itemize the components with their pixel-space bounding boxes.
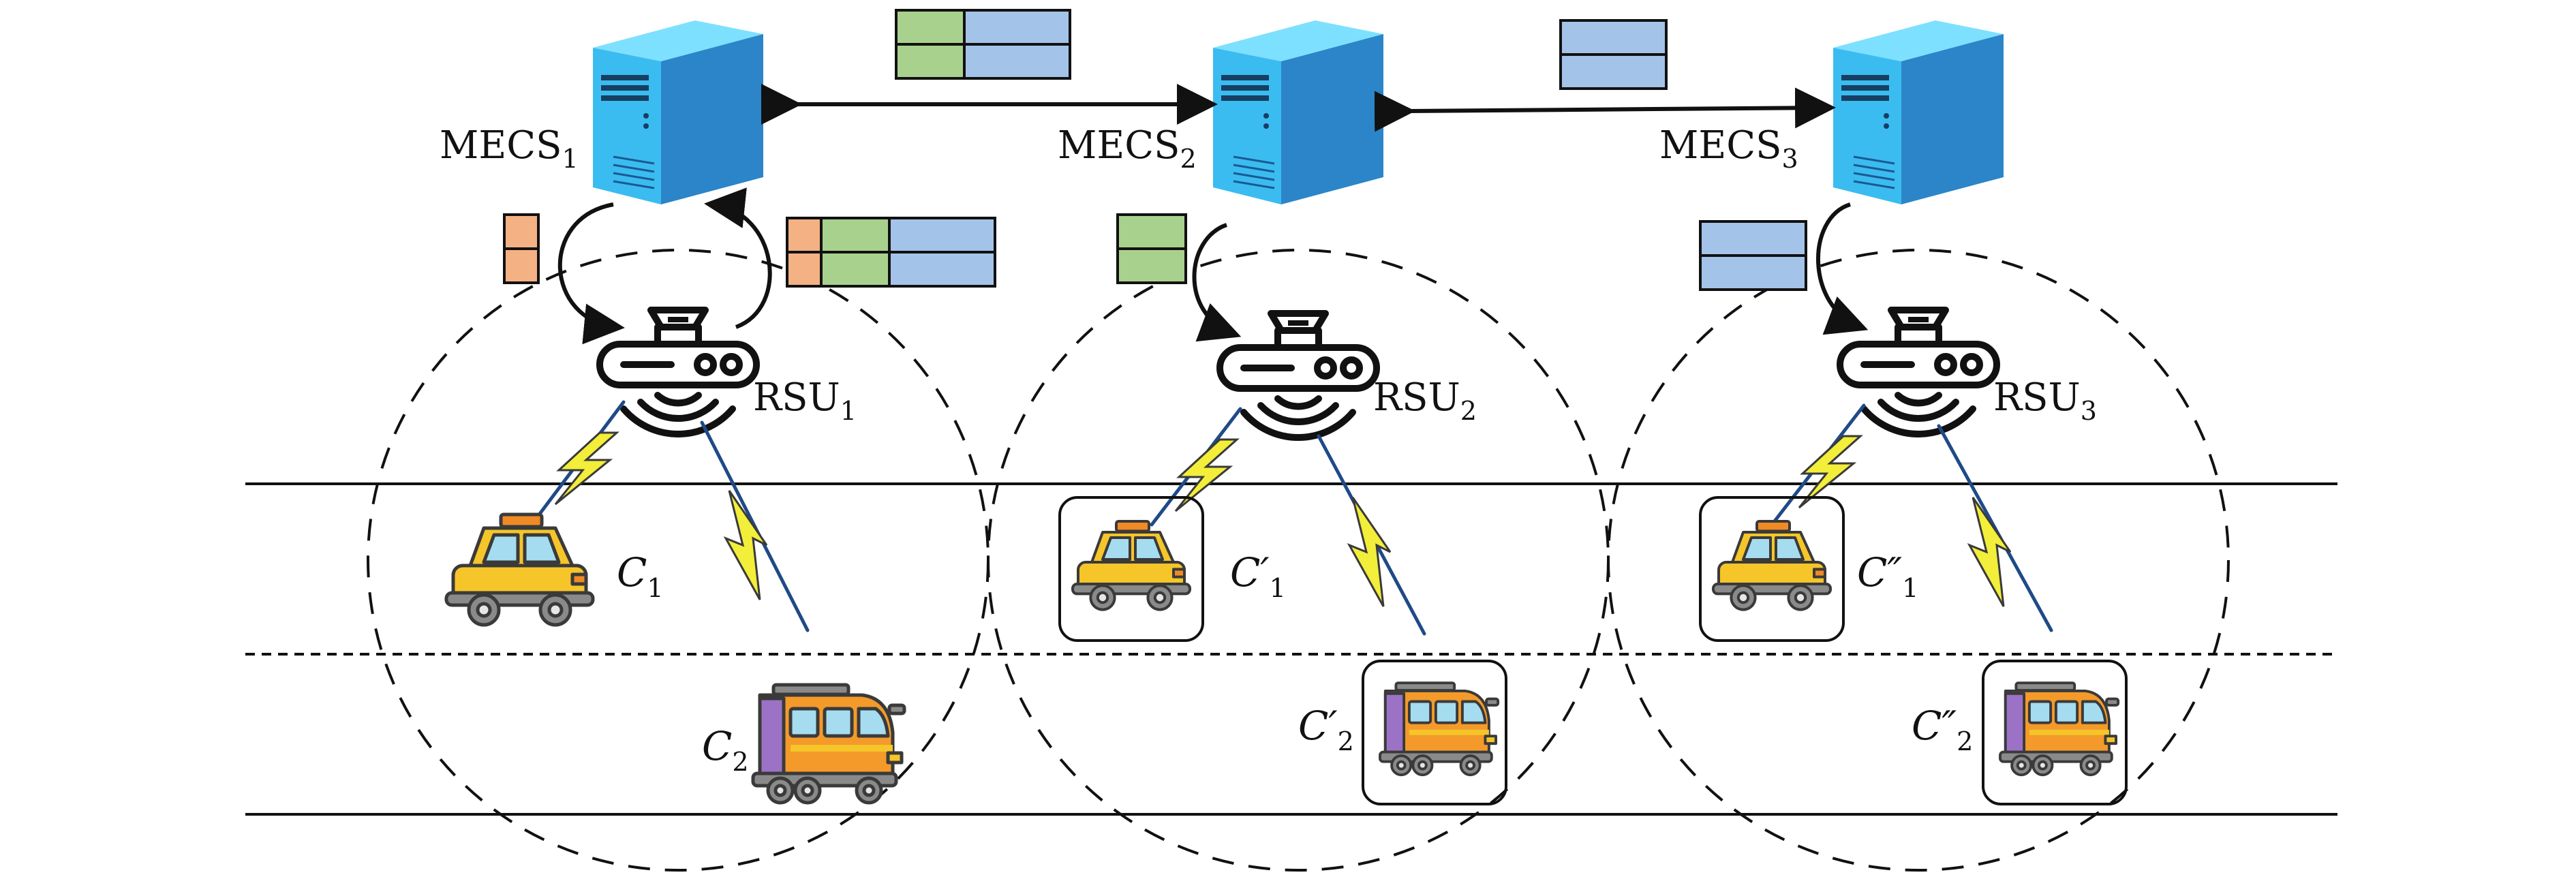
lightning-icon: [1967, 497, 2012, 607]
vehicle-frame-c1p: [1058, 496, 1204, 642]
vehicle-frame-c2p: [1362, 660, 1507, 805]
vehicle-label-c1p: C′1: [1230, 549, 1286, 603]
server-icon-1: [592, 19, 765, 206]
lightning-icons: [554, 431, 2012, 607]
server-icon-3: [1832, 19, 2005, 206]
transfer-blocks-2-3: [1559, 19, 1668, 90]
rsu1-upload-blocks: [503, 213, 540, 284]
coverage-circle-3: [1607, 249, 2230, 872]
rsu-icon-1: [600, 310, 756, 434]
bus-icon-c2pp: [1999, 681, 2120, 777]
coverage-circle-2: [987, 249, 1610, 872]
taxi-icon-c1pp: [1713, 521, 1830, 610]
vehicle-label-c2: C2: [702, 723, 749, 777]
rsu-label-2: RSU2: [1373, 375, 1477, 426]
server-label-2: MECS2: [1058, 123, 1197, 174]
taxi-icon-c1p: [1073, 521, 1190, 610]
lightning-icon: [1798, 435, 1863, 509]
transfer-blocks-1-2: [895, 9, 1071, 80]
lightning-icon: [554, 431, 619, 506]
server-rsu-links: [557, 187, 1869, 345]
rsu3-blocks: [1699, 220, 1807, 291]
rsu-icon-2: [1220, 313, 1377, 437]
rsu-label-1: RSU1: [753, 375, 857, 426]
vehicle-label-c2pp: C″2: [1912, 703, 1973, 756]
inter-server-links: [761, 84, 1836, 132]
vehicle-label-c2p: C′2: [1298, 703, 1354, 756]
rsu1-download-blocks: [786, 217, 996, 288]
server-label-1: MECS1: [440, 123, 579, 174]
lightning-icon: [723, 490, 768, 600]
vehicle-label-c1: C1: [617, 549, 664, 603]
vehicle-label-c1pp: C″1: [1857, 549, 1918, 603]
server-label-3: MECS3: [1659, 123, 1798, 174]
coverage-areas: [367, 249, 2230, 872]
rsu-icon-3: [1840, 310, 1997, 434]
rsu-label-3: RSU3: [1993, 375, 2097, 426]
server-icon-2: [1212, 19, 1385, 206]
vehicle-frame-c1pp: [1699, 496, 1845, 642]
bus-icon-c2p: [1379, 681, 1500, 777]
lightning-icon: [1347, 497, 1392, 607]
taxi-icon-c1: [446, 514, 593, 625]
vehicle-frame-c2pp: [1982, 660, 2128, 805]
rsu2-blocks: [1116, 213, 1187, 284]
lightning-icon: [1174, 438, 1240, 512]
bus-icon-c2: [753, 685, 904, 803]
road-lines: [245, 482, 2337, 816]
